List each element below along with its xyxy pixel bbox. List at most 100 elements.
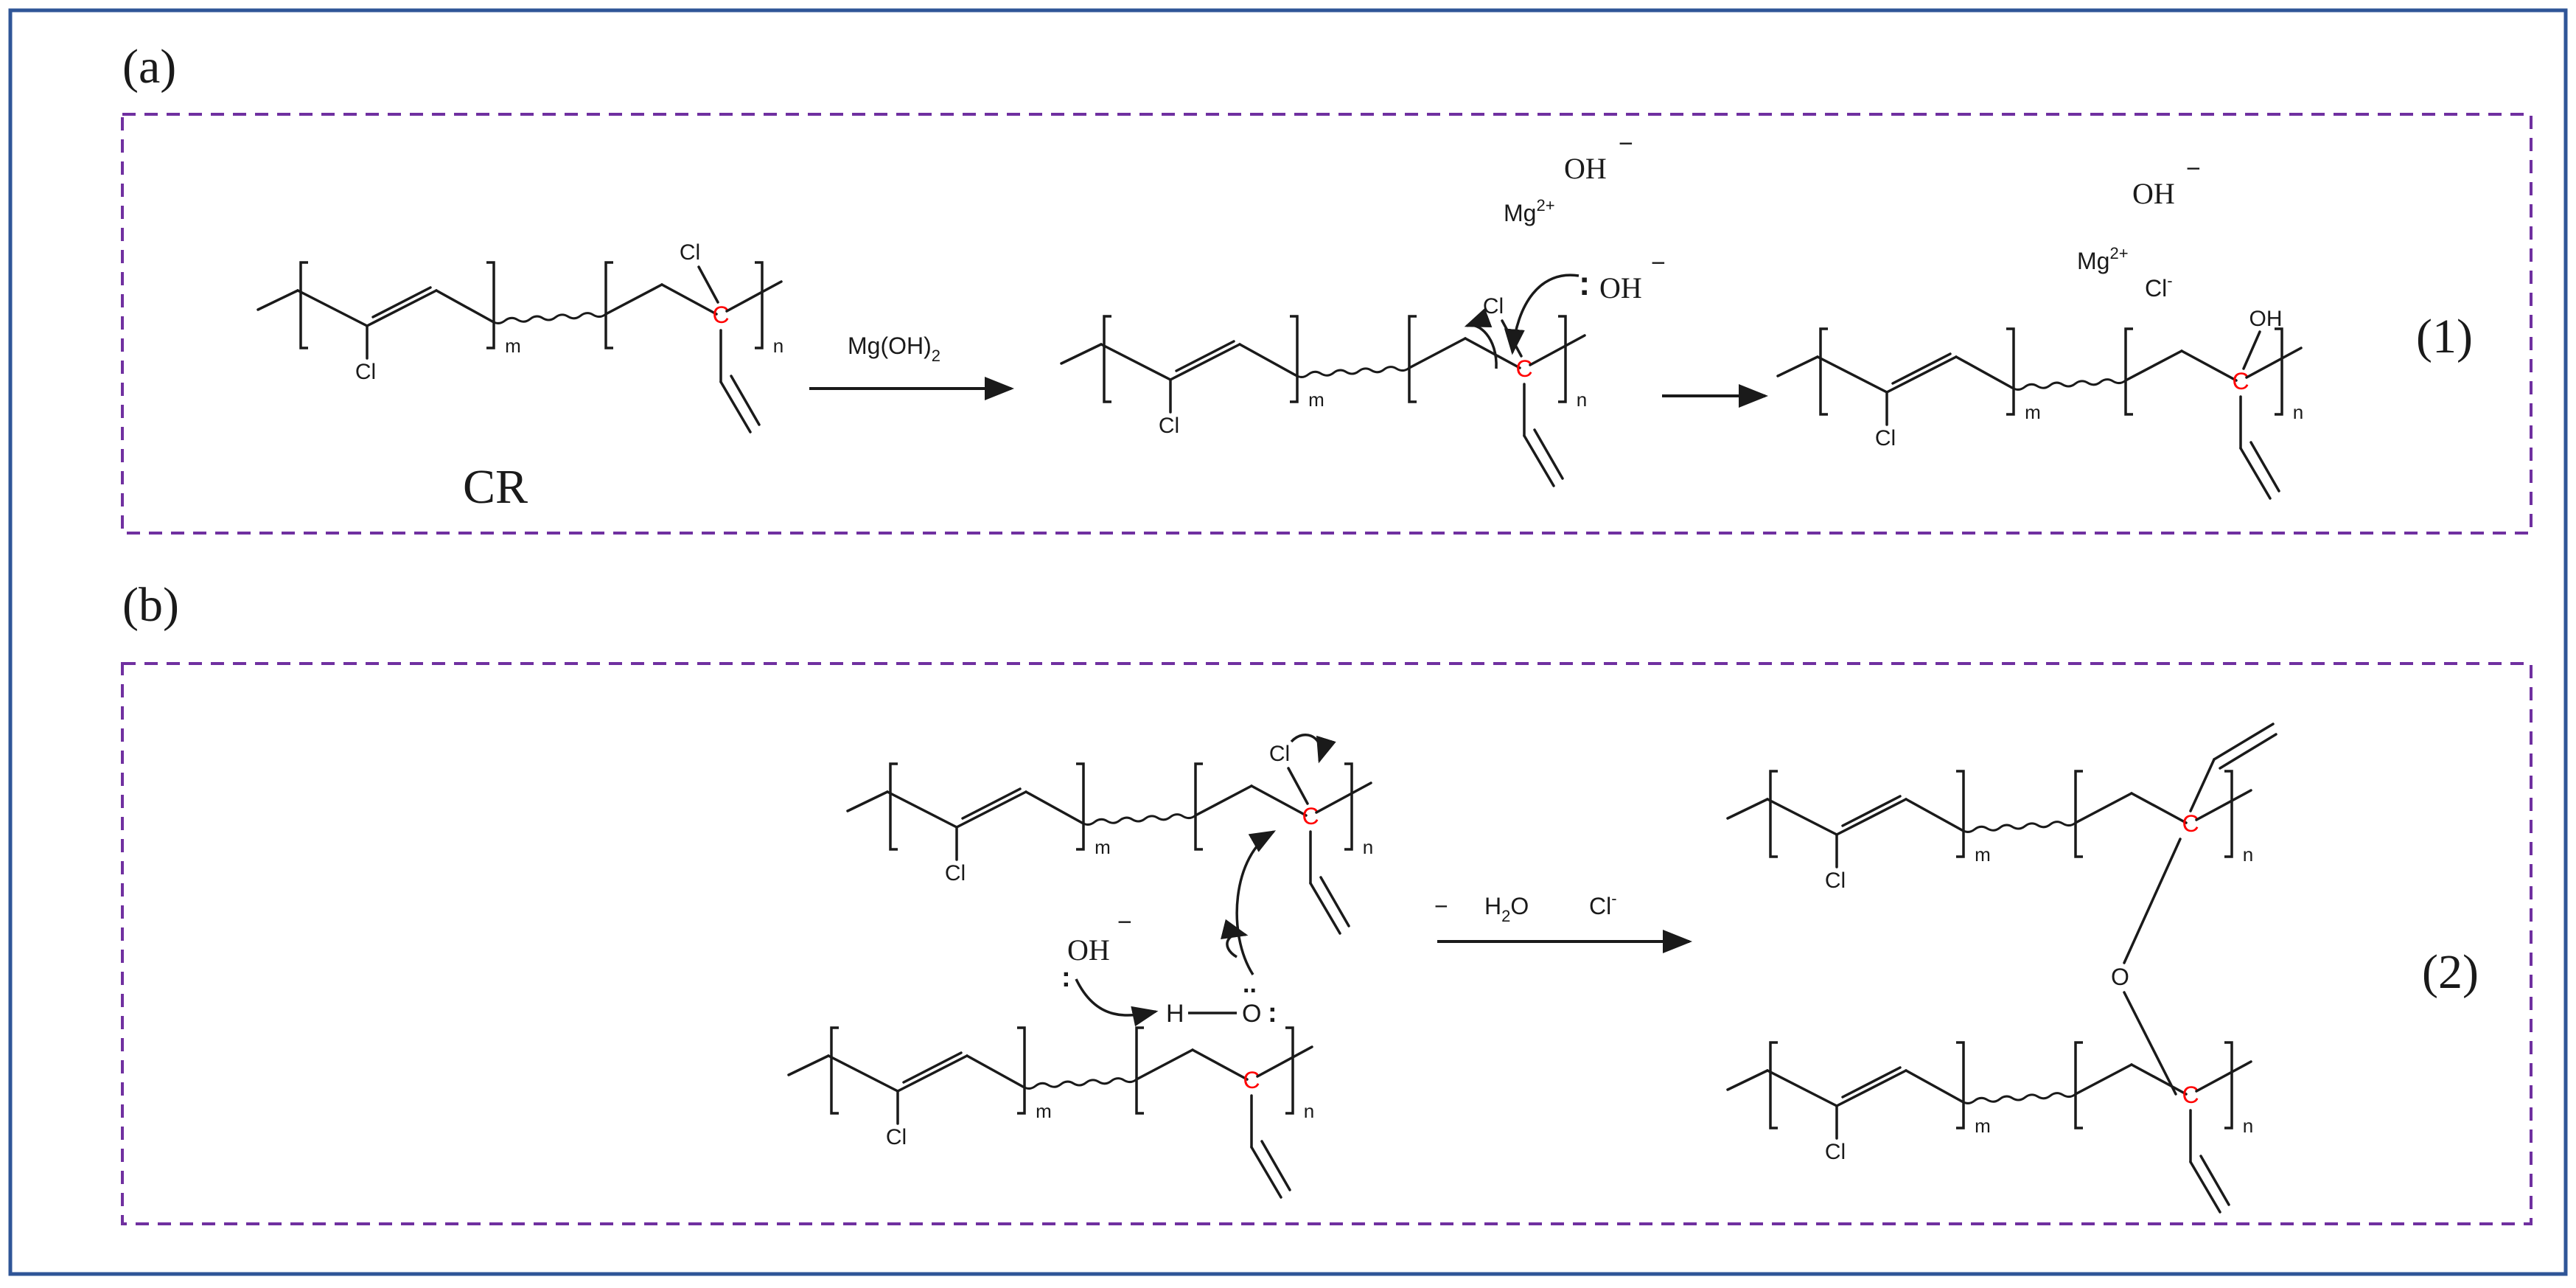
- double-bond: [1841, 795, 1902, 827]
- hydroxyl-label: OH: [2249, 307, 2283, 331]
- condition-chloride: Cl-: [1589, 889, 1617, 919]
- attack-arrow-a: [1504, 274, 1580, 355]
- chain-bond: [787, 1054, 830, 1076]
- wavy-bond: [1081, 813, 1196, 826]
- bracket-n-left: [1194, 762, 1203, 851]
- chlorine-label: Cl: [1269, 742, 1290, 766]
- chloride-ion-right: Cl-: [2145, 271, 2173, 302]
- bracket-m-right: [486, 261, 495, 349]
- chain-bond: [966, 1054, 1025, 1088]
- chain-bond: [827, 1054, 899, 1093]
- cr-label: CR: [463, 460, 528, 514]
- hydroxide-charge-top: −: [1619, 130, 1633, 158]
- hydroxide-b-charge: −: [1117, 908, 1132, 936]
- equation-number-2: (2): [2422, 945, 2479, 999]
- magnesium-ion: Mg2+: [1504, 196, 1555, 226]
- bracket-m-left: [1103, 315, 1111, 403]
- chain-bond: [886, 790, 958, 829]
- chain-bond: [1776, 355, 1819, 377]
- chain-bond: [1835, 1069, 1907, 1107]
- chain-bond: [1238, 343, 1297, 377]
- chain-bond: [1529, 334, 1586, 366]
- chlorine-label: Cl: [680, 240, 700, 265]
- hydrogen-atom: H: [1166, 1000, 1184, 1028]
- bracket-m-left: [1769, 1041, 1778, 1129]
- chain-bond: [1191, 1048, 1249, 1081]
- chain-bond: [896, 1054, 968, 1093]
- vinyl-bond: [719, 380, 752, 434]
- highlighted-carbon: C: [2182, 1082, 2199, 1108]
- highlighted-carbon: C: [1243, 1067, 1260, 1093]
- bracket-m-left: [1819, 327, 1828, 416]
- panel-b-label: (b): [122, 578, 179, 632]
- hydroxide-b: OH: [1067, 933, 1110, 967]
- bracket-m-left: [299, 261, 308, 349]
- bracket-m-right: [1017, 1026, 1026, 1115]
- bracket-n-right: [2224, 770, 2233, 858]
- chain-bond: [1955, 355, 2014, 389]
- wavy-bond: [2011, 378, 2126, 391]
- ether-bond: [2123, 991, 2177, 1096]
- chain-bond: [725, 280, 783, 313]
- subscript-n: n: [2243, 843, 2253, 866]
- chain-bond: [366, 289, 438, 327]
- chain-bond: [1816, 355, 1888, 394]
- oxygen-lone-pair-top: ..: [1243, 970, 1257, 998]
- leaving-arrow-b: [1290, 734, 1336, 764]
- hydroxide-ion-right: OH: [2132, 177, 2175, 210]
- outer-border: [8, 8, 2568, 1276]
- vinyl-double-bond: [2249, 441, 2280, 492]
- chain-bond: [1100, 343, 1172, 381]
- chain-bond: [1885, 355, 1958, 394]
- bracket-m-right: [2006, 327, 2015, 416]
- wavy-bond: [1295, 366, 1410, 378]
- chain-bond: [1135, 1048, 1194, 1081]
- bracket-n-left: [2074, 1041, 2083, 1129]
- double-bond: [1891, 352, 1952, 385]
- subscript-m: m: [1095, 836, 1111, 858]
- double-bond: [1841, 1066, 1902, 1099]
- vinyl-bond: [1523, 434, 1555, 487]
- chain-bond: [1766, 1069, 1838, 1107]
- bracket-m-left: [830, 1026, 839, 1115]
- bracket-n-left: [604, 261, 613, 349]
- vinyl-bond: [2239, 447, 2272, 500]
- vinyl-bond: [2213, 723, 2275, 761]
- chain-bond: [1726, 798, 1769, 820]
- highlighted-carbon: C: [712, 302, 729, 328]
- highlighted-carbon: C: [1515, 355, 1532, 382]
- ether-bond: [2123, 838, 2182, 964]
- chain-bond: [955, 790, 1027, 829]
- hydroxide-lone-pair: :: [1061, 962, 1071, 993]
- subscript-n: n: [2243, 1115, 2253, 1137]
- nucleophile-charge: −: [1651, 249, 1666, 277]
- chain-bond: [846, 790, 889, 812]
- chain-bond: [660, 283, 718, 316]
- chain-bond: [1194, 784, 1253, 817]
- chain-bond: [1905, 1069, 1964, 1103]
- chlorine-label: Cl: [1875, 426, 1896, 450]
- vinyl-double-bond: [2199, 1155, 2230, 1206]
- chain-bond: [2130, 1063, 2188, 1096]
- panel-a-label: (a): [122, 40, 176, 94]
- chain-bond: [2180, 349, 2238, 382]
- vinyl-bond: [2189, 758, 2216, 812]
- vinyl-double-bond: [1319, 876, 1350, 927]
- chain-bond: [435, 289, 494, 323]
- magnesium-ion-right: Mg2+: [2077, 244, 2129, 274]
- subscript-n: n: [2293, 401, 2303, 423]
- chain-bond: [2130, 792, 2188, 824]
- subscript-m: m: [1975, 843, 1991, 866]
- vinyl-bond: [2189, 1160, 2221, 1214]
- bracket-m-right: [1076, 762, 1085, 851]
- condition-minus: −: [1434, 893, 1448, 919]
- chain-bond: [1726, 1069, 1769, 1091]
- chain-bond: [1905, 798, 1964, 832]
